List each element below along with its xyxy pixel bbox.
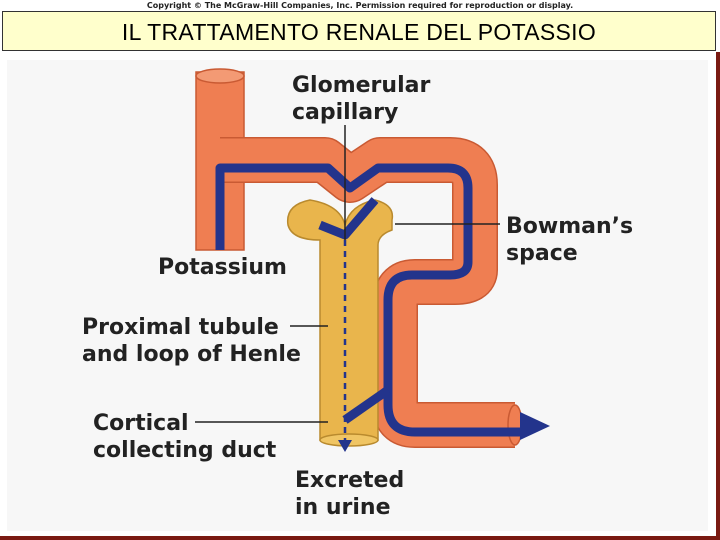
label-cortical-1: Cortical <box>93 411 189 436</box>
label-excreted-1: Excreted <box>295 468 404 493</box>
label-proximal-2: and loop of Henle <box>82 342 301 367</box>
copyright-notice: Copyright © The McGraw-Hill Companies, I… <box>146 1 574 10</box>
label-cortical-2: collecting duct <box>93 438 277 463</box>
outflow-arrow-head <box>520 412 550 440</box>
vessel-end <box>507 404 523 446</box>
label-excreted-2: in urine <box>295 495 391 520</box>
leader-lines <box>195 125 500 423</box>
label-glomerular-2: capillary <box>292 100 398 125</box>
secretion-branch <box>342 386 391 424</box>
vessel-opening <box>195 68 245 84</box>
tubule-body <box>286 199 394 441</box>
potassium-main-path <box>215 163 525 437</box>
title-banner: IL TRATTAMENTO RENALE DEL POTASSIO <box>2 11 716 51</box>
label-glomerular-1: Glomerular <box>292 73 430 98</box>
excretion-arrow-head <box>338 440 352 452</box>
label-potassium: Potassium <box>158 255 287 280</box>
frame-bottom-edge <box>0 536 720 540</box>
label-bowman-2: space <box>506 241 578 266</box>
efferent-capillary <box>220 138 515 447</box>
label-proximal-1: Proximal tubule <box>82 315 279 340</box>
frame-right-edge <box>716 52 720 540</box>
label-bowman-1: Bowman’s <box>506 214 633 239</box>
slide-title: IL TRATTAMENTO RENALE DEL POTASSIO <box>121 19 597 45</box>
